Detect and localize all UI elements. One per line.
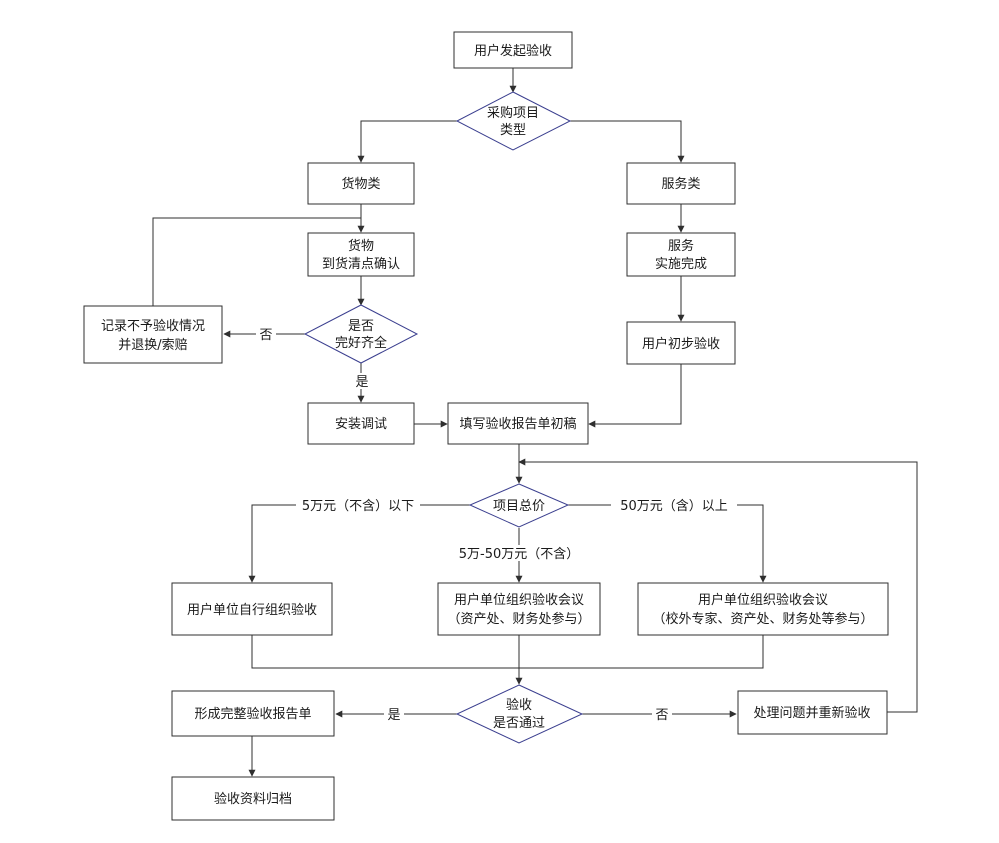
node-meeting-high-line1: 用户单位组织验收会议 xyxy=(698,592,828,608)
node-install: 安装调试 xyxy=(307,402,415,445)
label-complete-yes: 是 xyxy=(355,375,368,390)
decision-complete-line2: 完好齐全 xyxy=(335,335,387,351)
node-service-done-line2: 实施完成 xyxy=(655,257,707,272)
edge-type-to-service xyxy=(570,120,685,163)
decision-complete: 是否 完好齐全 xyxy=(303,304,419,364)
label-not-complete: 否 xyxy=(259,328,272,343)
label-price-mid: 5万-50万元（不含） xyxy=(459,546,580,562)
label-price-low: 5万元（不含）以下 xyxy=(302,498,414,514)
node-goods-arrival-line1: 货物 xyxy=(348,238,374,254)
node-initial-check-label: 用户初步验收 xyxy=(642,336,720,352)
label-price-high: 50万元（含）以上 xyxy=(620,498,728,514)
node-service-label: 服务类 xyxy=(661,176,700,192)
decision-pass-line1: 验收 xyxy=(506,697,532,713)
decision-total-price-label: 项目总价 xyxy=(493,499,545,514)
edge-high-to-merge xyxy=(519,635,764,669)
connectors xyxy=(152,68,918,777)
node-meeting-mid-line1: 用户单位组织验收会议 xyxy=(454,592,584,608)
node-meeting-mid-line2: （资产处、财务处参与） xyxy=(447,611,590,627)
node-goods-arrival: 货物 到货清点确认 xyxy=(307,232,415,277)
node-record-reject-line2: 并退换/索赔 xyxy=(118,338,187,353)
edge-type-to-goods xyxy=(357,120,457,163)
decision-total-price: 项目总价 xyxy=(468,483,570,528)
node-install-label: 安装调试 xyxy=(335,417,387,432)
node-meeting-mid: 用户单位组织验收会议 （资产处、财务处参与） xyxy=(437,582,601,636)
node-start: 用户发起验收 xyxy=(453,31,573,69)
edge-labels: 否 是 5万元（不含）以下 5万-50万元（不含） 50万元（含）以上 是 否 xyxy=(256,326,737,723)
decision-pass-line2: 是否通过 xyxy=(493,716,545,731)
decision-complete-line1: 是否 xyxy=(348,319,374,334)
node-fix-recheck: 处理问题并重新验收 xyxy=(737,690,888,735)
node-goods-label: 货物类 xyxy=(341,176,380,192)
node-full-report: 形成完整验收报告单 xyxy=(171,690,335,737)
edge-price-low xyxy=(248,504,470,583)
edge-record-loop-back xyxy=(152,217,361,306)
decision-purchase-type-line1: 采购项目 xyxy=(487,105,539,121)
decision-pass: 验收 是否通过 xyxy=(455,684,584,744)
edge-self-to-merge xyxy=(251,635,519,669)
node-initial-check: 用户初步验收 xyxy=(626,321,736,365)
label-pass-no: 否 xyxy=(655,708,668,723)
edge-price-high xyxy=(568,504,767,583)
node-service-done: 服务 实施完成 xyxy=(626,232,736,277)
node-goods: 货物类 xyxy=(307,162,415,205)
node-record-reject-line1: 记录不予验收情况 xyxy=(101,318,205,334)
node-draft-report-label: 填写验收报告单初稿 xyxy=(459,416,576,432)
node-full-report-label: 形成完整验收报告单 xyxy=(194,706,311,722)
node-meeting-high: 用户单位组织验收会议 （校外专家、资产处、财务处等参与） xyxy=(637,582,889,636)
node-self-organize-label: 用户单位自行组织验收 xyxy=(187,602,317,618)
node-fix-recheck-label: 处理问题并重新验收 xyxy=(753,705,870,721)
node-draft-report: 填写验收报告单初稿 xyxy=(447,402,589,445)
node-archive-label: 验收资料归档 xyxy=(214,791,292,807)
edge-initial-to-draft xyxy=(588,364,682,428)
node-start-label: 用户发起验收 xyxy=(474,43,552,59)
node-service-done-line1: 服务 xyxy=(668,238,694,254)
decision-purchase-type: 采购项目 类型 xyxy=(455,91,572,151)
edge-recheck-loop xyxy=(518,458,918,713)
node-meeting-high-line2: （校外专家、资产处、财务处等参与） xyxy=(652,611,873,627)
node-self-organize: 用户单位自行组织验收 xyxy=(171,582,333,636)
node-service: 服务类 xyxy=(626,162,736,205)
decision-purchase-type-line2: 类型 xyxy=(500,123,526,138)
node-record-reject: 记录不予验收情况 并退换/索赔 xyxy=(83,305,223,364)
label-pass-yes: 是 xyxy=(387,708,400,723)
node-goods-arrival-line2: 到货清点确认 xyxy=(322,256,400,272)
node-archive: 验收资料归档 xyxy=(171,776,335,821)
